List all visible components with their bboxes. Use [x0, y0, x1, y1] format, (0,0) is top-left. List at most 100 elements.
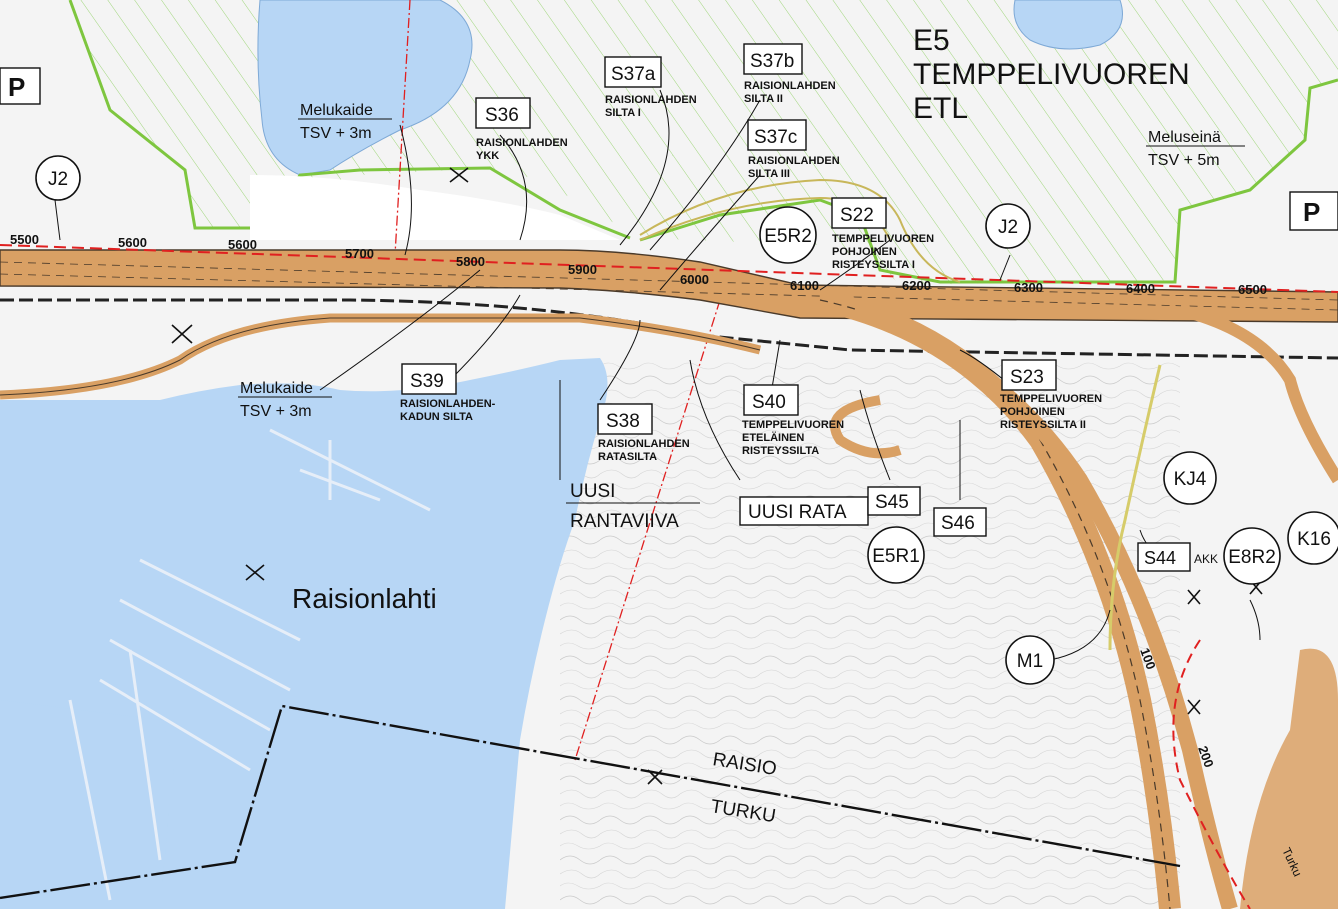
title-line-2: TEMPPELIVUOREN: [913, 58, 1190, 91]
s46-code: S46: [941, 513, 975, 534]
s39-code: S39: [410, 371, 444, 392]
junction-kj4[interactable]: KJ4: [1163, 451, 1217, 505]
lake-north: [257, 0, 473, 176]
chainage-labels: 5500 5600 5600 5700 5800 5900 6000 6100 …: [10, 232, 1267, 769]
s36-desc1: RAISIONLAHDEN: [476, 137, 568, 149]
s38-desc2: RATASILTA: [598, 451, 657, 463]
s37a-code: S37a: [611, 64, 656, 85]
ramp-south-2: [857, 302, 1238, 909]
chainage-5900: 5900: [568, 262, 597, 277]
bridge-s37c[interactable]: S37c RAISIONLAHDEN SILTA III: [747, 119, 840, 180]
uusi-rata-box[interactable]: UUSI RATA: [739, 496, 869, 526]
junction-j2-left[interactable]: J2: [35, 155, 81, 201]
motorway-e5: [0, 249, 1338, 323]
yellow-road: [1108, 364, 1162, 651]
junction-e5r1[interactable]: E5R1: [867, 526, 925, 584]
s22-code: S22: [840, 205, 874, 226]
chainage-5600a: 5600: [118, 235, 147, 250]
m1-label: M1: [1017, 651, 1043, 672]
s37b-desc2: SILTA II: [744, 93, 783, 105]
title-line-3: ETL: [913, 92, 968, 125]
s40-desc2: ETELÄINEN: [742, 431, 804, 444]
chainage-100: 100: [1137, 646, 1159, 672]
s37a-desc2: SILTA I: [605, 107, 641, 119]
kj4-label: KJ4: [1174, 469, 1207, 490]
melukaide-north-line1: Melukaide: [300, 102, 373, 119]
bridge-s44[interactable]: S44: [1137, 542, 1191, 572]
s40-desc1: TEMPPELIVUOREN: [742, 419, 844, 431]
green-boundary-east: [639, 78, 1338, 284]
junction-j2-right[interactable]: J2: [985, 203, 1031, 249]
bridge-s36[interactable]: S36 RAISIONLAHDEN YKK: [475, 97, 568, 162]
s22-desc2: POHJOINEN: [832, 246, 897, 258]
junction-e8r2[interactable]: E8R2: [1223, 527, 1281, 585]
e5r1-label: E5R1: [872, 546, 920, 567]
leader-lines: [54, 89, 1261, 661]
s36-desc2: YKK: [476, 150, 499, 162]
chainage-5800: 5800: [456, 254, 485, 269]
water-label-raisionlahti: Raisionlahti: [292, 583, 437, 614]
ramp-north-bridge: [639, 178, 961, 283]
p-right-box[interactable]: P: [1289, 191, 1338, 231]
bridge-s39[interactable]: S39 RAISIONLAHDEN- KADUN SILTA: [400, 363, 496, 423]
shore-north: [250, 175, 620, 240]
melukaide-south-line1: Melukaide: [240, 380, 313, 397]
s39-desc2: KADUN SILTA: [400, 411, 473, 423]
roundabout: [1240, 648, 1338, 909]
bridge-s46[interactable]: S46: [933, 507, 987, 537]
s37b-desc1: RAISIONLAHDEN: [744, 80, 836, 92]
bridge-s38[interactable]: S38 RAISIONLAHDEN RATASILTA: [597, 403, 690, 463]
chainage-5600b: 5600: [228, 237, 257, 252]
j2-right-label: J2: [998, 217, 1018, 238]
chainage-6500: 6500: [1238, 282, 1267, 297]
chainage-6300: 6300: [1014, 280, 1043, 295]
red-boundary-2: [574, 299, 721, 761]
lake-north-2: [1013, 0, 1123, 50]
bridge-s23[interactable]: S23 TEMPPELIVUOREN POHJOINEN RISTEYSSILT…: [1000, 359, 1102, 431]
red-boundary-1: [394, 0, 411, 256]
chainage-6100: 6100: [790, 278, 819, 293]
chainage-6200: 6200: [902, 278, 931, 293]
s44-code: S44: [1144, 548, 1176, 568]
ramp-east: [1178, 304, 1338, 484]
s40-code: S40: [752, 392, 786, 413]
s22-desc1: TEMPPELIVUOREN: [832, 233, 934, 245]
piers: [68, 428, 431, 901]
bridge-s40[interactable]: S40 TEMPPELIVUOREN ETELÄINEN RISTEYSSILT…: [742, 384, 844, 457]
road-edge: [0, 317, 761, 396]
sea-south-bay: [0, 700, 174, 909]
s40-desc3: RISTEYSSILTA: [742, 445, 819, 457]
meluseina-line2: TSV + 5m: [1148, 152, 1220, 169]
melukaide-south-line2: TSV + 3m: [240, 403, 312, 420]
title-line-1: E5: [913, 24, 950, 57]
e5r2-label: E5R2: [764, 226, 812, 247]
chainage-5700: 5700: [345, 246, 374, 261]
bridge-s22[interactable]: S22 TEMPPELIVUOREN POHJOINEN RISTEYSSILT…: [831, 197, 934, 271]
p-right-label: P: [1303, 197, 1320, 227]
meluseina-line1: Meluseinä: [1148, 129, 1221, 146]
bridge-s45[interactable]: S45: [867, 486, 921, 516]
s39-desc1: RAISIONLAHDEN-: [400, 398, 496, 410]
s37c-desc1: RAISIONLAHDEN: [748, 155, 840, 167]
melukaide-north-line2: TSV + 3m: [300, 125, 372, 142]
junction-m1[interactable]: M1: [1005, 635, 1055, 685]
e8r2-label: E8R2: [1228, 547, 1276, 568]
s36-code: S36: [485, 105, 519, 126]
p-left-box[interactable]: P: [0, 67, 41, 105]
red-dash-north: [0, 244, 1338, 293]
chainage-6400: 6400: [1126, 281, 1155, 296]
akk-label: AKK: [1194, 552, 1218, 566]
s37b-code: S37b: [750, 51, 794, 72]
s23-desc1: TEMPPELIVUOREN: [1000, 393, 1102, 405]
uusi-rantaviiva-line2: RANTAVIIVA: [570, 511, 679, 532]
junction-k16[interactable]: K16: [1287, 511, 1338, 565]
bridge-s37a[interactable]: S37a RAISIONLAHDEN SILTA I: [604, 56, 697, 119]
s45-code: S45: [875, 492, 909, 513]
bridge-s37b[interactable]: S37b RAISIONLAHDEN SILTA II: [743, 43, 836, 105]
uusi-rata-label: UUSI RATA: [748, 502, 847, 523]
s37c-desc2: SILTA III: [748, 168, 790, 180]
junction-e5r2[interactable]: E5R2: [759, 206, 817, 264]
s23-code: S23: [1010, 367, 1044, 388]
chainage-200: 200: [1195, 744, 1217, 770]
